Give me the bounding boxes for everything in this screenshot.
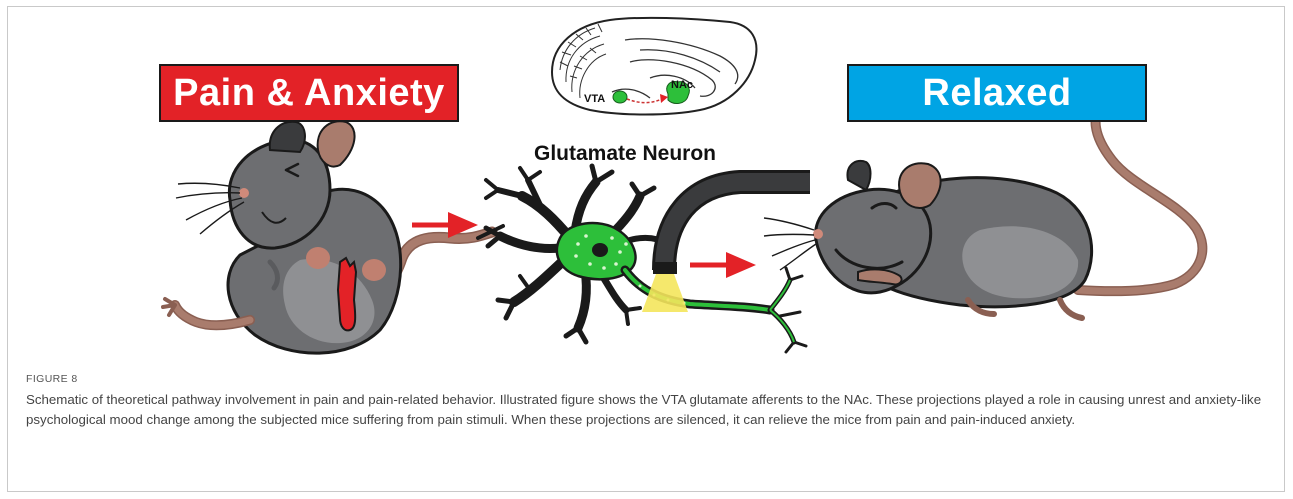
relaxed-mouse-ear: [899, 163, 941, 208]
figure-caption: FIGURE 8 Schematic of theoretical pathwa…: [26, 373, 1266, 429]
pain-anxiety-label: Pain & Anxiety: [159, 64, 459, 122]
mouse-ear-dark: [270, 122, 305, 152]
axon-terminals: [770, 268, 806, 352]
relaxed-mouse-tail: [1078, 116, 1202, 291]
injured-paw: [338, 258, 356, 330]
vta-region: [613, 91, 627, 103]
brain-section: VTA NAc: [552, 18, 756, 115]
figure-number: FIGURE 8: [26, 373, 1266, 385]
vta-label: VTA: [584, 93, 605, 105]
caption-text: Schematic of theoretical pathway involve…: [26, 390, 1266, 429]
relaxed-label: Relaxed: [847, 64, 1147, 122]
nac-label: NAc: [671, 79, 693, 91]
mouse-ear: [318, 121, 355, 166]
relaxed-mouse: [764, 116, 1202, 318]
arrow-right: [690, 252, 756, 278]
glutamate-neuron-label: Glutamate Neuron: [500, 142, 750, 166]
neuron-nucleus: [592, 243, 608, 257]
mouse-in-pain: [163, 121, 503, 353]
